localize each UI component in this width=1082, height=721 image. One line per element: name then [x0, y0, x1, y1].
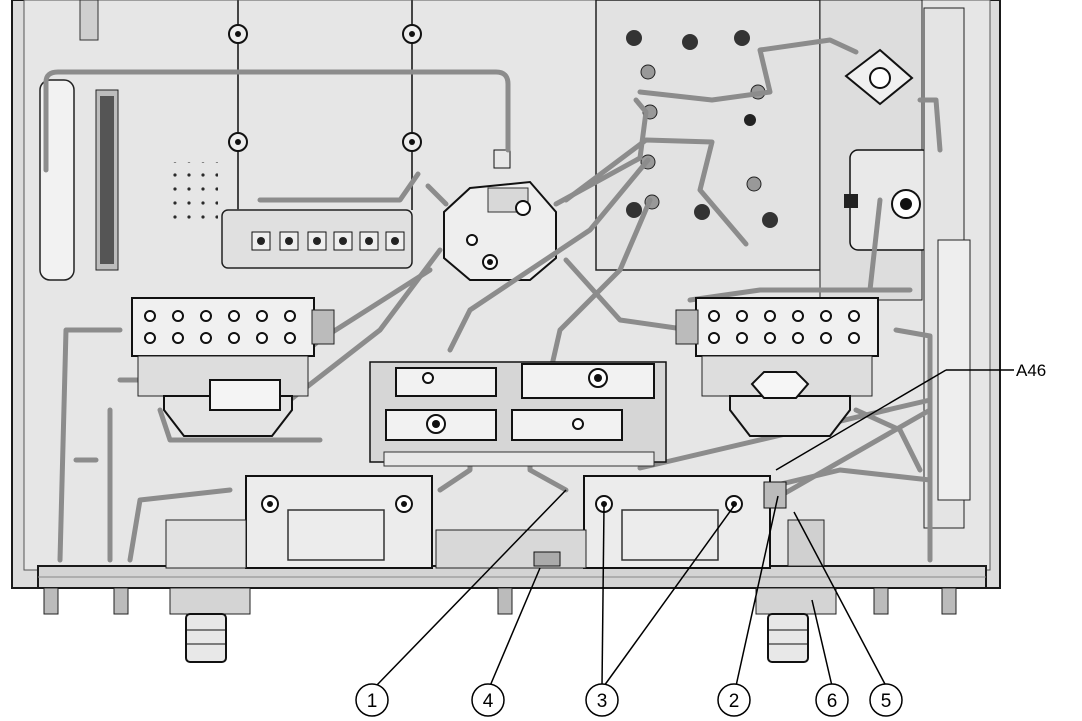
connector-row [251, 231, 405, 251]
callout-3: 3 [585, 683, 619, 717]
callout-4-number: 4 [483, 691, 494, 712]
octagonal-coupler [443, 149, 557, 281]
right-filter-assembly [675, 297, 879, 437]
callout-3-number: 3 [597, 691, 608, 712]
front-panel-connectors [43, 587, 957, 663]
leader-lines [375, 369, 1014, 687]
reference-label-a46: A46 [1016, 361, 1046, 380]
upper-right-module [595, 0, 971, 529]
semirigid-cables [43, 37, 943, 563]
callout-4: 4 [471, 683, 505, 717]
left-filter-assembly [131, 297, 335, 437]
bottom-left-bracket [165, 475, 433, 569]
callout-2: 2 [717, 683, 751, 717]
callout-5: 5 [869, 683, 903, 717]
callout-5-number: 5 [881, 691, 892, 712]
center-switch-block [369, 361, 667, 467]
callout-1-number: 1 [367, 691, 378, 712]
callout-6: 6 [815, 683, 849, 717]
bottom-right-bracket [435, 475, 825, 569]
callout-1: 1 [355, 683, 389, 717]
callout-6-number: 6 [827, 691, 838, 712]
left-board [39, 0, 422, 281]
callout-2-number: 2 [729, 691, 740, 712]
